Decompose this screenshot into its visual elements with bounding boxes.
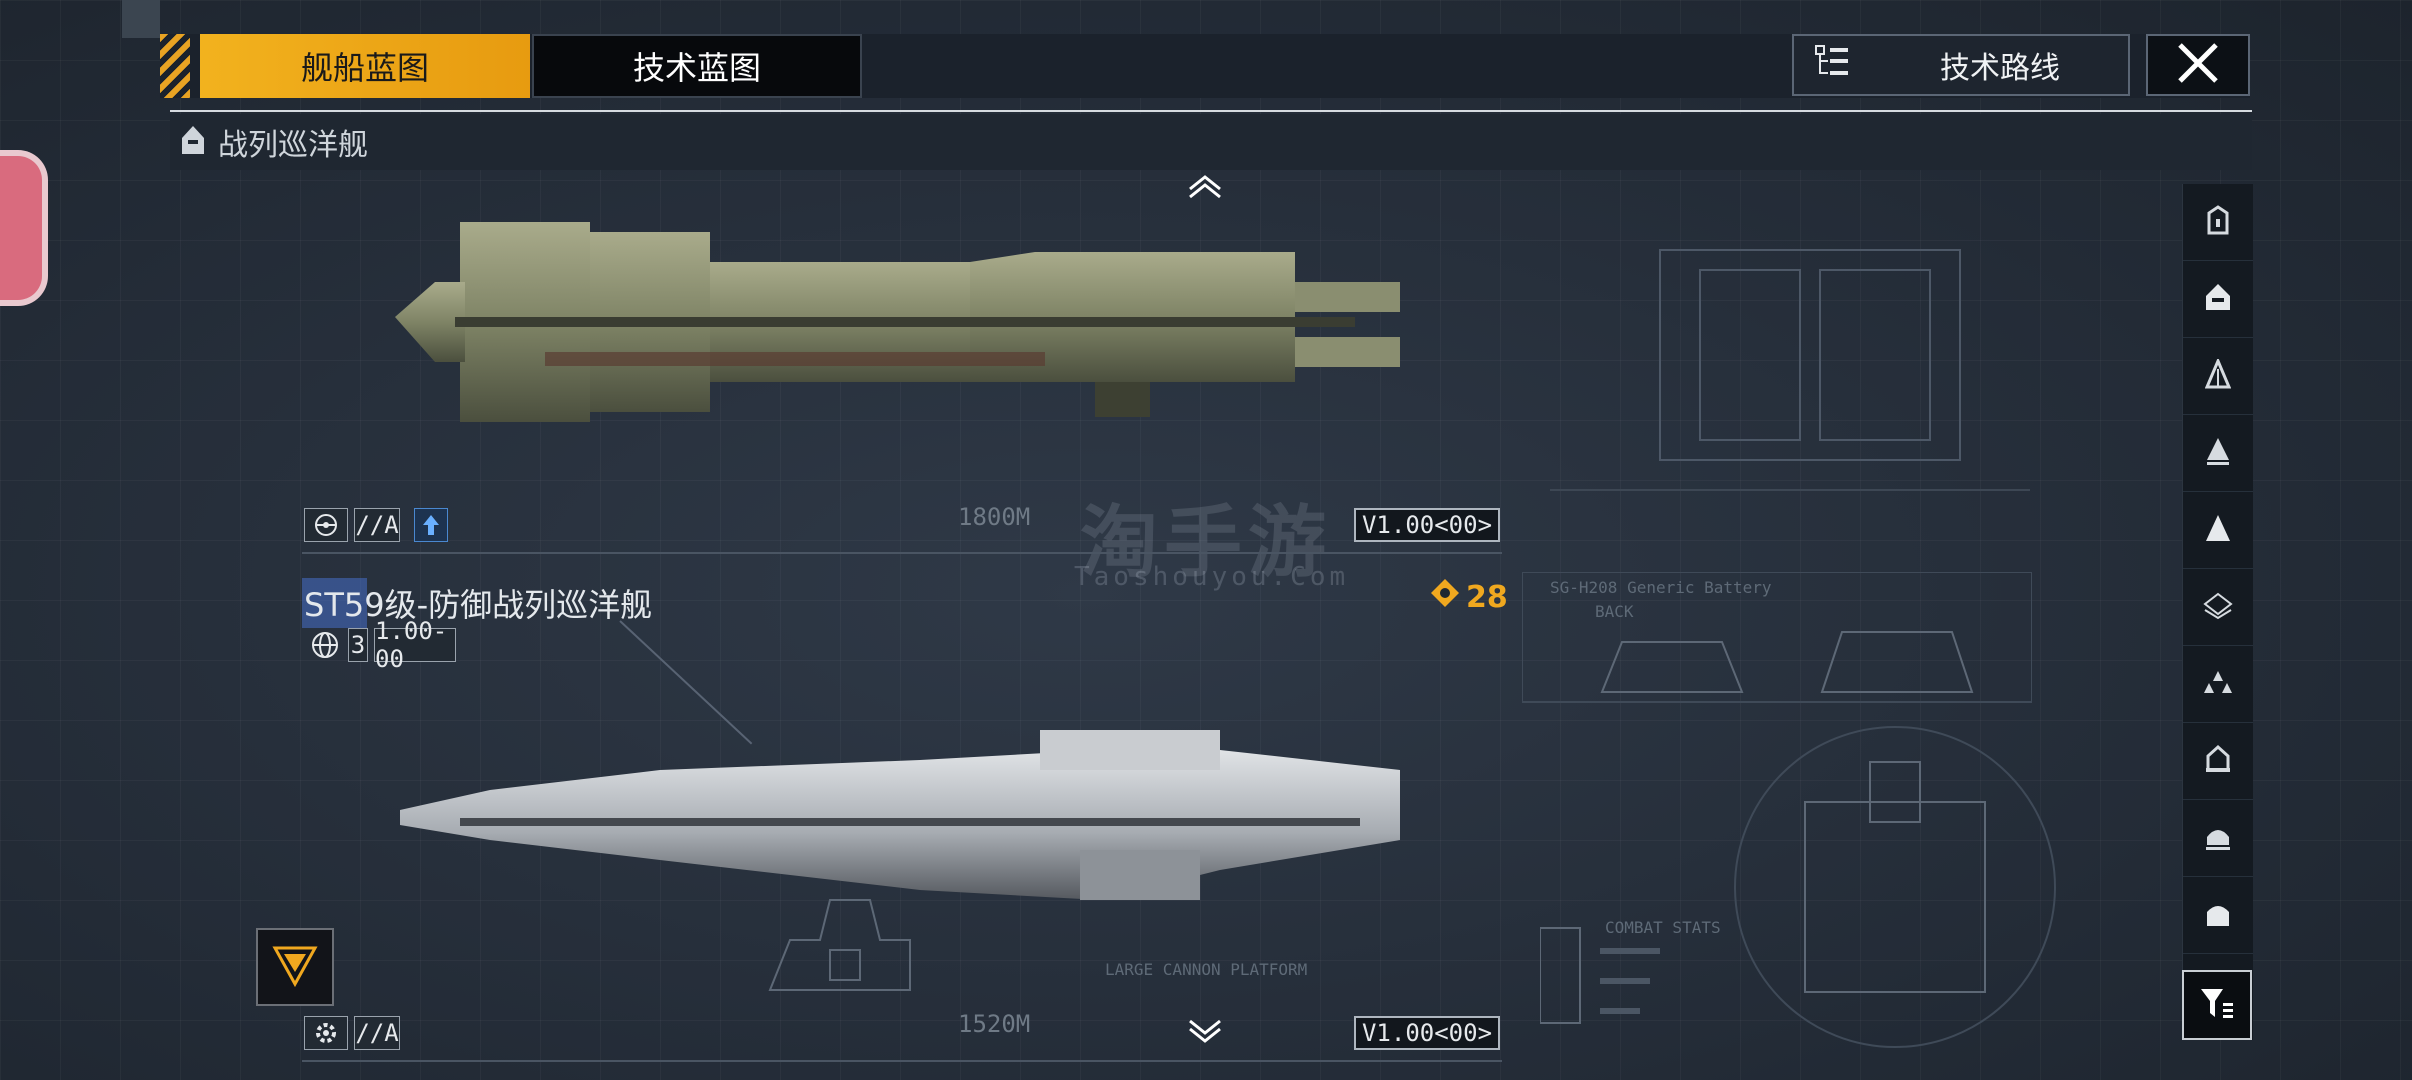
ship-top-badges: //A (304, 508, 448, 542)
ship-cost-value: 28 (1466, 579, 1508, 615)
ship-image-bottom[interactable] (400, 730, 1400, 924)
schematic-stats (1539, 918, 1660, 1032)
upgrade-arrow-icon[interactable] (414, 508, 448, 542)
ship-bottom-badges: //A (304, 1016, 400, 1050)
filter-button[interactable] (2182, 970, 2252, 1040)
close-icon (2176, 41, 2220, 89)
top-bar-stripe (160, 34, 190, 98)
close-button[interactable] (2146, 34, 2250, 96)
faction-button[interactable] (256, 928, 334, 1006)
status-corner (122, 0, 160, 38)
filter-corvette[interactable] (2183, 723, 2253, 800)
category-label: 战列巡洋舰 (218, 128, 368, 163)
auxiliary-icon (2204, 821, 2232, 855)
steering-icon (304, 508, 348, 542)
ship-name: ST59级-防御战列巡洋舰 (302, 578, 655, 628)
globe-icon (308, 628, 342, 662)
side-pull-tab[interactable] (0, 150, 48, 306)
ship-top-version: V1.00<00> (1354, 508, 1500, 542)
schematic-top (1530, 190, 2050, 554)
battery-label: SG-H208 Generic Battery (1550, 578, 1772, 597)
ruler-top (302, 552, 1502, 554)
filter-fighter[interactable] (2183, 646, 2253, 723)
ship-value: 1.00-00 (374, 617, 456, 673)
destroyer-icon (2204, 357, 2232, 393)
ship-top-grade: //A (354, 508, 400, 542)
schematic-battery (1521, 571, 2033, 716)
filter-special[interactable] (2183, 877, 2253, 954)
corvette-icon (2204, 744, 2232, 778)
cost-icon (1430, 578, 1460, 616)
tab-ship-blueprint-label: 舰船蓝图 (300, 49, 429, 87)
special-icon (2204, 898, 2232, 932)
gear-icon (304, 1016, 348, 1050)
filter-battlecruiser[interactable] (2183, 261, 2253, 338)
battlecruiser-filter-icon (2204, 282, 2232, 316)
scroll-up-button[interactable] (1188, 172, 1222, 207)
tech-route-button[interactable]: 技术路线 (1792, 34, 2130, 96)
support-icon (2203, 590, 2233, 624)
cruiser-icon (2205, 436, 2231, 470)
tab-tech-blueprint-label: 技术蓝图 (632, 49, 761, 87)
frigate-icon (2205, 205, 2231, 239)
watermark-site: Taoshouyou.Com (1074, 562, 1350, 592)
platform-schematic (760, 880, 920, 1004)
triangle-emblem-icon (270, 940, 320, 994)
ship-cost: 28 (1430, 578, 1508, 616)
ship-bottom-grade: //A (354, 1016, 400, 1050)
ship-main-badges: 3 1.00-00 (308, 617, 456, 673)
schematic-turret (1730, 722, 2060, 1056)
filter-frigate[interactable] (2183, 184, 2253, 261)
filter-auxiliary[interactable] (2183, 800, 2253, 877)
chevron-up-icon (1188, 172, 1222, 207)
ship-bottom-version: V1.00<00> (1354, 1016, 1500, 1050)
ship-type-filter-bar (2182, 184, 2253, 1040)
filter-carrier[interactable] (2183, 492, 2253, 569)
platform-label: LARGE CANNON PLATFORM (1105, 960, 1308, 979)
category-bar: 战列巡洋舰 (170, 114, 2252, 170)
watermark-title: 淘手游 (1080, 498, 1333, 588)
ship-top-distance: 1800M (958, 503, 1031, 531)
battlecruiser-icon (180, 124, 206, 160)
ship-level: 3 (348, 628, 368, 662)
divider (170, 110, 2252, 112)
ship-bottom-distance: 1520M (958, 1010, 1031, 1038)
tab-ship-blueprint[interactable]: 舰船蓝图 (200, 34, 530, 98)
tab-tech-blueprint[interactable]: 技术蓝图 (532, 34, 862, 98)
tech-route-icon (1814, 44, 1850, 86)
ship-image-top[interactable] (395, 222, 1400, 426)
combat-stats-label: COMBAT STATS (1605, 918, 1721, 937)
fighter-icon (2203, 667, 2233, 701)
ruler-bottom (302, 1060, 1502, 1062)
scroll-down-button[interactable] (1188, 1016, 1222, 1051)
tech-route-label: 技术路线 (1940, 51, 2060, 86)
filter-icon (2199, 985, 2235, 1025)
carrier-icon (2205, 513, 2231, 547)
filter-support[interactable] (2183, 569, 2253, 646)
back-label: BACK (1595, 602, 1634, 621)
filter-destroyer[interactable] (2183, 338, 2253, 415)
chevron-down-icon (1188, 1016, 1222, 1051)
filter-cruiser[interactable] (2183, 415, 2253, 492)
